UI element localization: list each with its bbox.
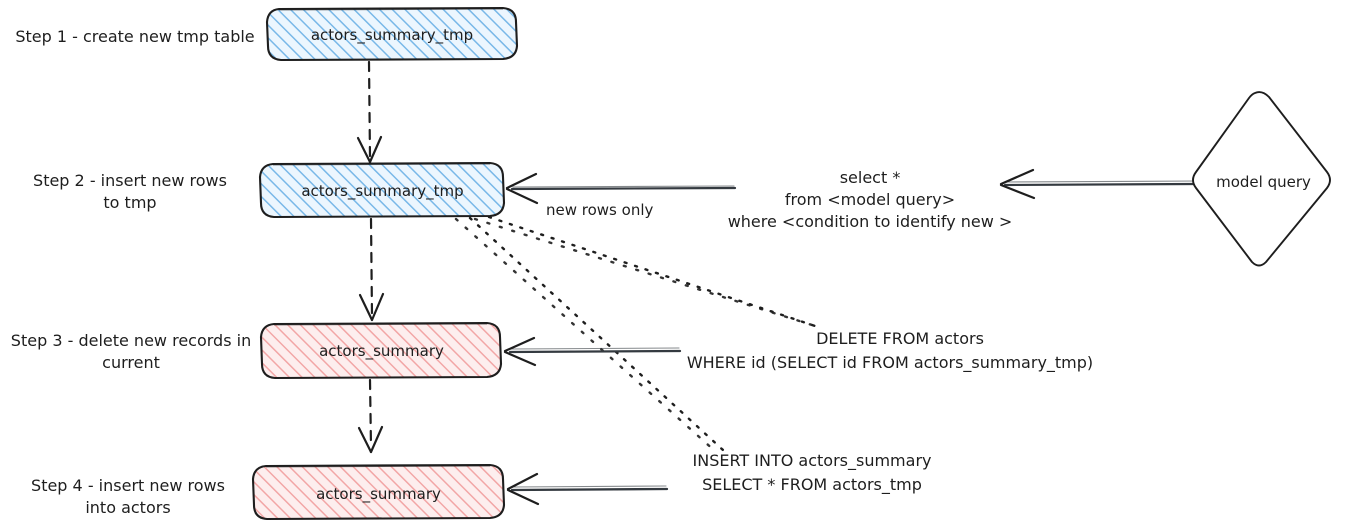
annotation-insert-sql-line-2: SELECT * FROM actors_tmp — [702, 475, 922, 494]
dotted-connector-insert — [454, 216, 725, 454]
node-actors-summary-2[interactable] — [251, 463, 506, 521]
annotation-model-query-sql-line-3: where <condition to identify new > — [727, 212, 1013, 231]
edge-model-query-to-sql — [999, 168, 1198, 200]
step-1-label: Step 1 - create new tmp table — [15, 27, 255, 46]
node-label-actors-summary-tmp-1: actors_summary_tmp — [310, 26, 474, 44]
dotted-connector-delete — [473, 215, 820, 329]
annotation-delete-sql-line-2: WHERE id (SELECT id FROM actors_summary_… — [686, 353, 1094, 372]
node-label-actors-summary-1: actors_summary — [319, 342, 444, 360]
node-actors-summary-tmp-1[interactable] — [265, 6, 519, 62]
edge-new-rows-only — [505, 172, 737, 205]
step-2-label: Step 2 - insert new rows to tmp — [33, 171, 227, 212]
flow-arrow-2-3 — [358, 217, 385, 322]
edge-label-new-rows-only: new rows only — [546, 201, 654, 219]
annotation-model-query-sql-line-1: select * — [839, 168, 901, 187]
annotation-delete-sql-line-1: DELETE FROM actors — [816, 329, 984, 348]
node-model-query-diamond[interactable] — [1192, 91, 1331, 267]
node-label-actors-summary-2: actors_summary — [316, 485, 441, 503]
node-label-model-query: model query — [1216, 173, 1311, 191]
edge-insert-to-node4 — [506, 472, 669, 506]
annotation-model-query-sql-line-2: from <model query> — [784, 190, 956, 209]
node-actors-summary-tmp-2[interactable] — [258, 161, 506, 219]
node-label-actors-summary-tmp-2: actors_summary_tmp — [301, 182, 464, 200]
node-actors-summary-1[interactable] — [259, 321, 503, 380]
annotation-insert-sql-line-1: INSERT INTO actors_summary — [692, 451, 932, 470]
edge-delete-to-node3 — [503, 336, 682, 367]
flow-arrow-3-4 — [357, 378, 384, 454]
step-4-label: Step 4 - insert new rows into actors — [31, 476, 225, 517]
step-3-label: Step 3 - delete new records in current — [10, 331, 252, 372]
flow-arrow-1-2 — [356, 60, 383, 164]
